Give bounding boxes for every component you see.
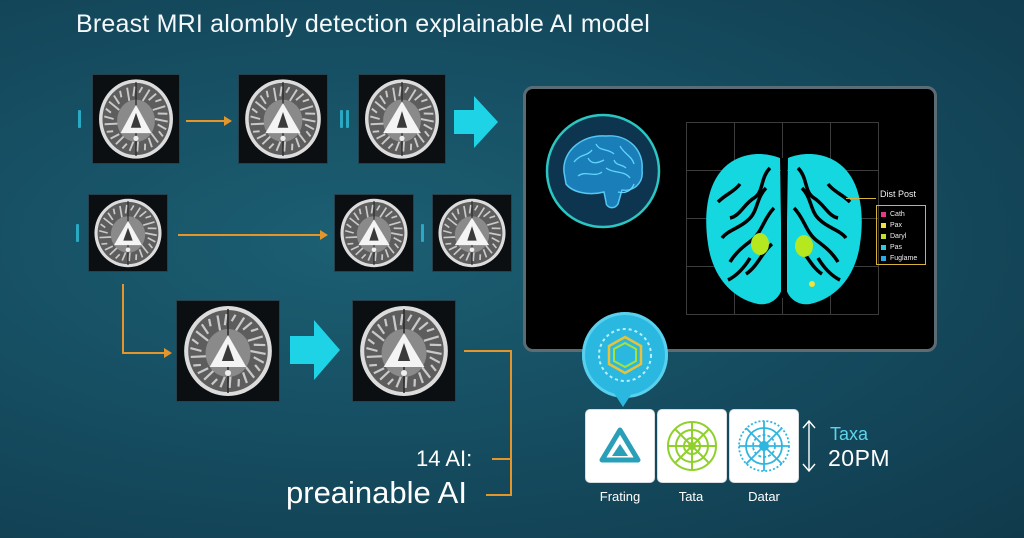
mri-slice-image	[365, 79, 439, 159]
card-datar[interactable]	[730, 410, 798, 482]
mri-slice-image	[340, 198, 408, 268]
card-label-frating: Frating	[599, 489, 641, 504]
connector-output-v	[510, 350, 512, 496]
bubble-tail	[614, 393, 632, 407]
heatmap-legend: Cath Pax Daryl Pas Fuglame	[876, 205, 926, 265]
flow-arrow-right-1	[454, 96, 498, 148]
blue-mandala-icon	[738, 420, 790, 472]
connector-output-tick2	[486, 494, 512, 496]
mri-scan-r2c3[interactable]	[432, 194, 512, 272]
legend-title: Dist Post	[880, 189, 917, 199]
connector-r2-down	[122, 284, 124, 354]
connector-r1-arrow	[224, 116, 232, 126]
legend-label: Pax	[890, 222, 903, 229]
mri-scan-r1c1[interactable]	[92, 74, 180, 164]
legend-label: Fuglame	[890, 255, 918, 262]
insight-bubble[interactable]	[582, 312, 668, 398]
flow-arrow-right-2	[290, 320, 340, 380]
green-mandala-icon	[667, 421, 717, 471]
legend-item: Fuglame	[881, 253, 921, 264]
mri-scan-r2c1[interactable]	[88, 194, 168, 272]
mri-scan-r3c1[interactable]	[176, 300, 280, 402]
legend-swatch-0	[881, 212, 886, 217]
legend-leader	[846, 198, 876, 199]
connector-r3	[122, 352, 164, 354]
card-frating[interactable]	[586, 410, 654, 482]
mri-scan-r1c2[interactable]	[238, 74, 328, 164]
ai-name-label: preainable AI	[286, 475, 467, 510]
mri-slice-image	[94, 198, 162, 268]
triangle-icon	[599, 427, 641, 463]
row1-separator-b	[346, 110, 349, 128]
double-arrow-icon	[802, 419, 816, 473]
mri-slice-image	[438, 198, 506, 268]
legend-item: Pax	[881, 220, 921, 231]
mri-scan-r2c2[interactable]	[334, 194, 414, 272]
legend-swatch-1	[881, 223, 886, 228]
mri-slice-image	[184, 306, 272, 396]
legend-item: Pas	[881, 242, 921, 253]
connector-output-tick1	[492, 458, 512, 460]
legend-label: Pas	[890, 244, 903, 251]
connector-r2-arrow	[320, 230, 328, 240]
legend-label: Daryl	[890, 233, 907, 240]
connector-r3-arrow	[164, 348, 172, 358]
connector-r1	[186, 120, 224, 122]
row1-separator-a	[340, 110, 343, 128]
connector-r2	[178, 234, 320, 236]
mri-slice-image	[245, 79, 321, 159]
mri-scan-r3c2[interactable]	[352, 300, 456, 402]
legend-item: Cath	[881, 209, 921, 220]
row2-separator	[421, 224, 424, 242]
readout-value: 20PM	[828, 445, 891, 471]
connector-output-h	[464, 350, 512, 352]
hexagon-icon	[598, 328, 652, 382]
mri-slice-image	[99, 79, 173, 159]
mri-scan-r1c3[interactable]	[358, 74, 446, 164]
brain-heatmap	[706, 154, 862, 305]
legend-swatch-3	[881, 245, 886, 250]
ai-count-label: 14 AI:	[416, 446, 473, 471]
legend-label: Cath	[890, 211, 905, 218]
legend-swatch-4	[881, 256, 886, 261]
brain-icon	[545, 113, 661, 229]
card-label-tata: Tata	[678, 489, 704, 504]
mri-slice-image	[360, 306, 448, 396]
readout-label: Taxa	[830, 424, 869, 444]
row1-marker	[78, 110, 81, 128]
card-tata[interactable]	[658, 410, 726, 482]
legend-item: Daryl	[881, 231, 921, 242]
row2-marker	[76, 224, 79, 242]
page-title: Breast MRI alombly detection explainable…	[76, 10, 650, 38]
legend-swatch-2	[881, 234, 886, 239]
card-label-datar: Datar	[748, 489, 780, 504]
